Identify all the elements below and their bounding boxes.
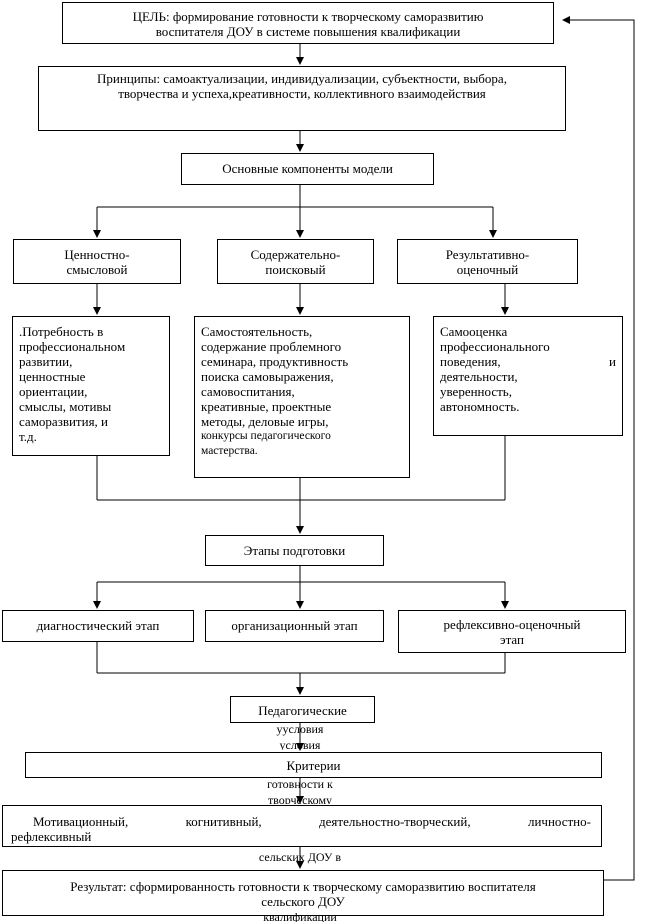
goal-text-line1: формирование готовности к творческому са… <box>172 9 484 24</box>
criteria-overflow-1: готовности к <box>267 777 333 791</box>
principles-line2: творчества и успеха,креативности, коллек… <box>118 86 486 101</box>
conditions-overflow-1: уусловия <box>276 722 324 736</box>
result-box: Результат: сформированность готовности к… <box>2 870 604 916</box>
goal-text-line2: воспитателя ДОУ в системе повышения квал… <box>155 24 461 39</box>
criteria-overflow-2: творческому <box>267 795 333 804</box>
detail-result-box: Самооценка профессионального поведения, … <box>433 316 623 436</box>
stage-diagnostic-box: диагностический этап <box>2 610 194 642</box>
principles-line1: Принципы: самоактуализации, индивидуализ… <box>97 71 507 86</box>
goal-box: ЦЕЛЬ: формирование готовности к творческ… <box>62 2 554 44</box>
component-value-box: Ценностно- смысловой <box>13 239 181 284</box>
principles-box: Принципы: самоактуализации, индивидуализ… <box>38 66 566 131</box>
components-title: Основные компоненты модели <box>222 161 393 176</box>
criteria-box: Критерии <box>25 752 602 778</box>
feedback-loop-line <box>562 16 635 881</box>
criteria-list-box: Мотивационный, когнитивный, деятельностн… <box>2 805 602 847</box>
result-overflow: квалификации <box>263 912 337 922</box>
criteria-list-overflow: сельских ДОУ в <box>258 850 342 864</box>
component-content-box: Содержательно- поисковый <box>217 239 374 284</box>
conditions-overflow-2: условия <box>279 740 321 750</box>
detail-value-box: .Потребность в профессиональном развитии… <box>12 316 170 456</box>
component-result-box: Результативно- оценочный <box>397 239 578 284</box>
criteria-list-line2: рефлексивный <box>11 829 92 844</box>
detail-content-box: Самостоятельность, содержание проблемног… <box>194 316 410 478</box>
stages-title: Этапы подготовки <box>243 543 346 558</box>
conditions-box: Педагогические <box>230 696 375 723</box>
stages-title-box: Этапы подготовки <box>205 535 384 566</box>
stage-organizational-box: организационный этап <box>205 610 384 642</box>
components-title-box: Основные компоненты модели <box>181 153 434 185</box>
goal-label: ЦЕЛЬ: <box>132 9 170 24</box>
stage-reflexive-box: рефлексивно-оценочный этап <box>398 610 626 653</box>
